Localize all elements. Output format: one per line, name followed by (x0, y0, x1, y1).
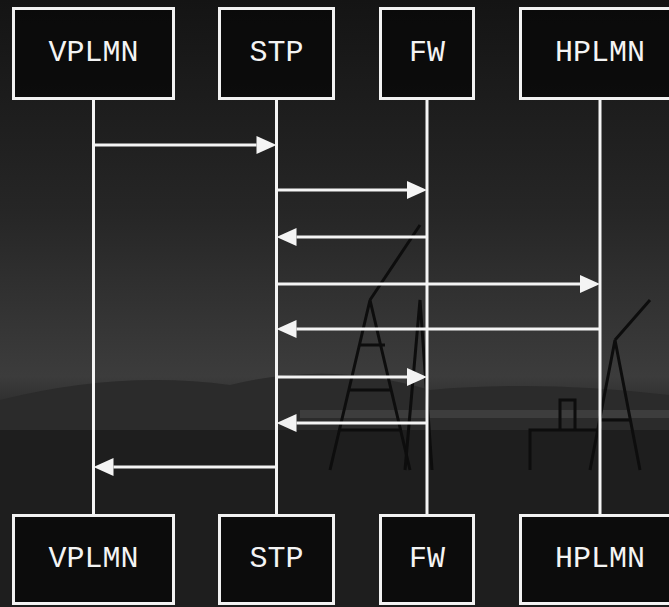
message-arrow (277, 368, 428, 386)
participant-name: HPLMN (555, 37, 645, 70)
lifeline-box: STP (218, 7, 335, 100)
cranes (330, 225, 650, 470)
participant-name: FW (409, 543, 445, 576)
lifeline-box: HPLMN (519, 514, 669, 605)
lifeline-box: STP (218, 514, 335, 605)
hills (0, 374, 669, 430)
lifeline-box: VPLMN (12, 7, 175, 100)
participant-name: VPLMN (48, 543, 138, 576)
message-arrow (277, 414, 428, 432)
lifeline (427, 100, 428, 514)
horizon-glow (300, 410, 669, 418)
message-arrow (94, 458, 277, 476)
lifeline-box: FW (379, 7, 475, 100)
message-arrow (277, 228, 428, 246)
lifeline (600, 100, 601, 514)
participant-name: FW (409, 37, 445, 70)
lifeline (93, 100, 94, 514)
participant-name: HPLMN (555, 543, 645, 576)
participant-name: STP (249, 37, 303, 70)
participant-name: VPLMN (48, 37, 138, 70)
lifeline-box: HPLMN (519, 7, 669, 100)
participant-name: STP (249, 543, 303, 576)
lifeline-box: VPLMN (12, 514, 175, 605)
lifeline-box: FW (379, 514, 475, 605)
message-arrow (277, 275, 601, 293)
message-arrow (277, 181, 428, 199)
message-arrow (277, 320, 601, 338)
message-arrow (94, 136, 277, 154)
lifeline (276, 100, 277, 514)
